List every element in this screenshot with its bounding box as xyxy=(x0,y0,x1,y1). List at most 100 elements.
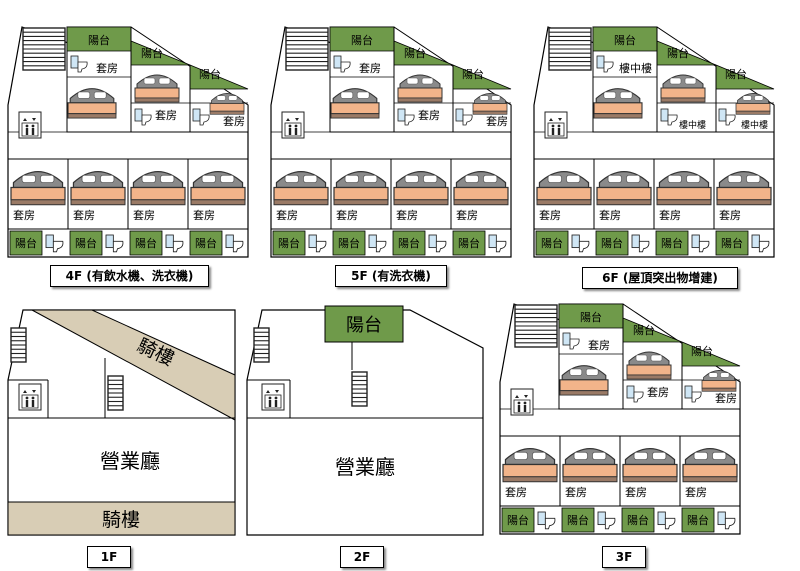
balcony-label: 陽台 xyxy=(725,67,747,81)
bed-icon xyxy=(273,170,329,206)
floor-plan-2f: 陽台 營業廳 xyxy=(246,305,484,536)
room-label: 套房 xyxy=(336,209,358,222)
bed-icon xyxy=(622,447,678,483)
balcony xyxy=(535,230,569,256)
balcony xyxy=(595,230,629,256)
caption-6f: 6F (屋頂突出物增建) xyxy=(582,267,738,289)
room-label: 套房 xyxy=(155,109,177,122)
toilet-icon xyxy=(596,55,614,73)
elevator-icon xyxy=(18,111,42,139)
toilet-icon xyxy=(691,234,710,253)
bed-icon xyxy=(701,370,737,392)
room-label: 套房 xyxy=(659,209,681,222)
bed-icon xyxy=(660,74,706,103)
toilet-icon xyxy=(660,108,678,126)
bed-icon xyxy=(562,447,618,483)
room-label: 套房 xyxy=(539,209,561,222)
bed-icon xyxy=(735,93,771,115)
room-label: 樓中樓 xyxy=(619,61,652,75)
bed-icon xyxy=(393,170,449,206)
stairs-icon xyxy=(107,375,124,411)
toilet-icon xyxy=(597,511,616,530)
room-label: 套房 xyxy=(719,209,741,222)
toilet-icon xyxy=(397,108,415,126)
room-label: 套房 xyxy=(96,62,118,75)
balcony-label: 陽台 xyxy=(633,323,655,337)
elevator-icon xyxy=(261,383,285,411)
balcony xyxy=(715,230,749,256)
balcony-label: 陽台 xyxy=(199,67,221,81)
balcony-label: 陽台 xyxy=(338,236,360,250)
toilet-icon xyxy=(751,234,770,253)
balcony-2f xyxy=(324,305,404,343)
balcony-label: 陽台 xyxy=(667,46,689,60)
bed-icon xyxy=(397,74,443,103)
elevator-icon xyxy=(18,383,42,411)
bed-icon xyxy=(559,365,609,396)
toilet-icon xyxy=(455,108,473,126)
balcony-label: 陽台 xyxy=(627,513,649,527)
bed-icon xyxy=(682,447,738,483)
toilet-icon xyxy=(631,234,650,253)
toilet-icon xyxy=(105,234,124,253)
floor-plan-6f: 陽台陽台陽台樓中樓樓中樓樓中樓套房陽台套房陽台套房陽台套房陽台 xyxy=(533,26,775,258)
balcony-label: 陽台 xyxy=(567,513,589,527)
stairs-icon xyxy=(253,327,270,363)
stairs-icon xyxy=(22,27,66,71)
balcony xyxy=(392,230,426,256)
balcony xyxy=(9,230,43,256)
caption-3f: 3F xyxy=(602,546,646,568)
balcony-label: 陽台 xyxy=(351,33,373,47)
stairs-icon xyxy=(351,371,368,407)
caption-1f: 1F xyxy=(87,546,131,568)
balcony-label: 陽台 xyxy=(278,236,300,250)
elevator-icon xyxy=(510,388,534,416)
caption-4f: 4F (有飲水機、洗衣機) xyxy=(50,265,209,287)
balcony-label: 陽台 xyxy=(721,236,743,250)
room-label: 套房 xyxy=(133,209,155,222)
room-label: 套房 xyxy=(418,109,440,122)
toilet-icon xyxy=(165,234,184,253)
toilet-icon xyxy=(717,511,736,530)
balcony-label: 陽台 xyxy=(88,33,110,47)
floor-plan-5f: 陽台陽台陽台套房套房套房套房陽台套房陽台套房陽台套房陽台 xyxy=(270,26,512,258)
balcony-label: 陽台 xyxy=(691,344,713,358)
caption-2f: 2F xyxy=(340,546,384,568)
bed-icon xyxy=(453,170,509,206)
toilet-icon xyxy=(308,234,327,253)
room-label: 套房 xyxy=(505,486,527,499)
bed-icon xyxy=(130,170,186,206)
bed-icon xyxy=(502,447,558,483)
room-label: 套房 xyxy=(486,115,508,128)
balcony xyxy=(452,230,486,256)
toilet-icon xyxy=(718,108,736,126)
balcony-label: 陽台 xyxy=(404,46,426,60)
room-label: 套房 xyxy=(276,209,298,222)
bed-icon xyxy=(190,170,246,206)
bed-icon xyxy=(330,88,380,119)
bed-icon xyxy=(536,170,592,206)
balcony-label: 陽台 xyxy=(507,513,529,527)
bed-icon xyxy=(596,170,652,206)
toilet-icon xyxy=(45,234,64,253)
toilet-icon xyxy=(684,385,702,403)
room-label: 套房 xyxy=(13,209,35,222)
balcony xyxy=(129,230,163,256)
room-label: 套房 xyxy=(625,486,647,499)
room-label: 套房 xyxy=(599,209,621,222)
floor-plan-3f: 陽台陽台陽台套房套房套房套房陽台套房陽台套房陽台套房陽台 xyxy=(499,303,741,535)
room-label: 套房 xyxy=(396,209,418,222)
bed-icon xyxy=(134,74,180,103)
balcony-label: 陽台 xyxy=(462,67,484,81)
room-label: 套房 xyxy=(647,386,669,399)
room-label: 套房 xyxy=(565,486,587,499)
toilet-icon xyxy=(626,385,644,403)
toilet-icon xyxy=(134,108,152,126)
balcony-label: 陽台 xyxy=(458,236,480,250)
room-label: 套房 xyxy=(223,115,245,128)
room-label: 樓中樓 xyxy=(741,119,768,131)
lobby-label: 營業廳 xyxy=(335,455,395,479)
floor-plan-4f: 陽台陽台陽台套房套房套房套房陽台套房陽台套房陽台套房陽台 xyxy=(7,26,249,258)
lobby-label: 營業廳 xyxy=(100,449,160,473)
balcony xyxy=(501,507,535,533)
